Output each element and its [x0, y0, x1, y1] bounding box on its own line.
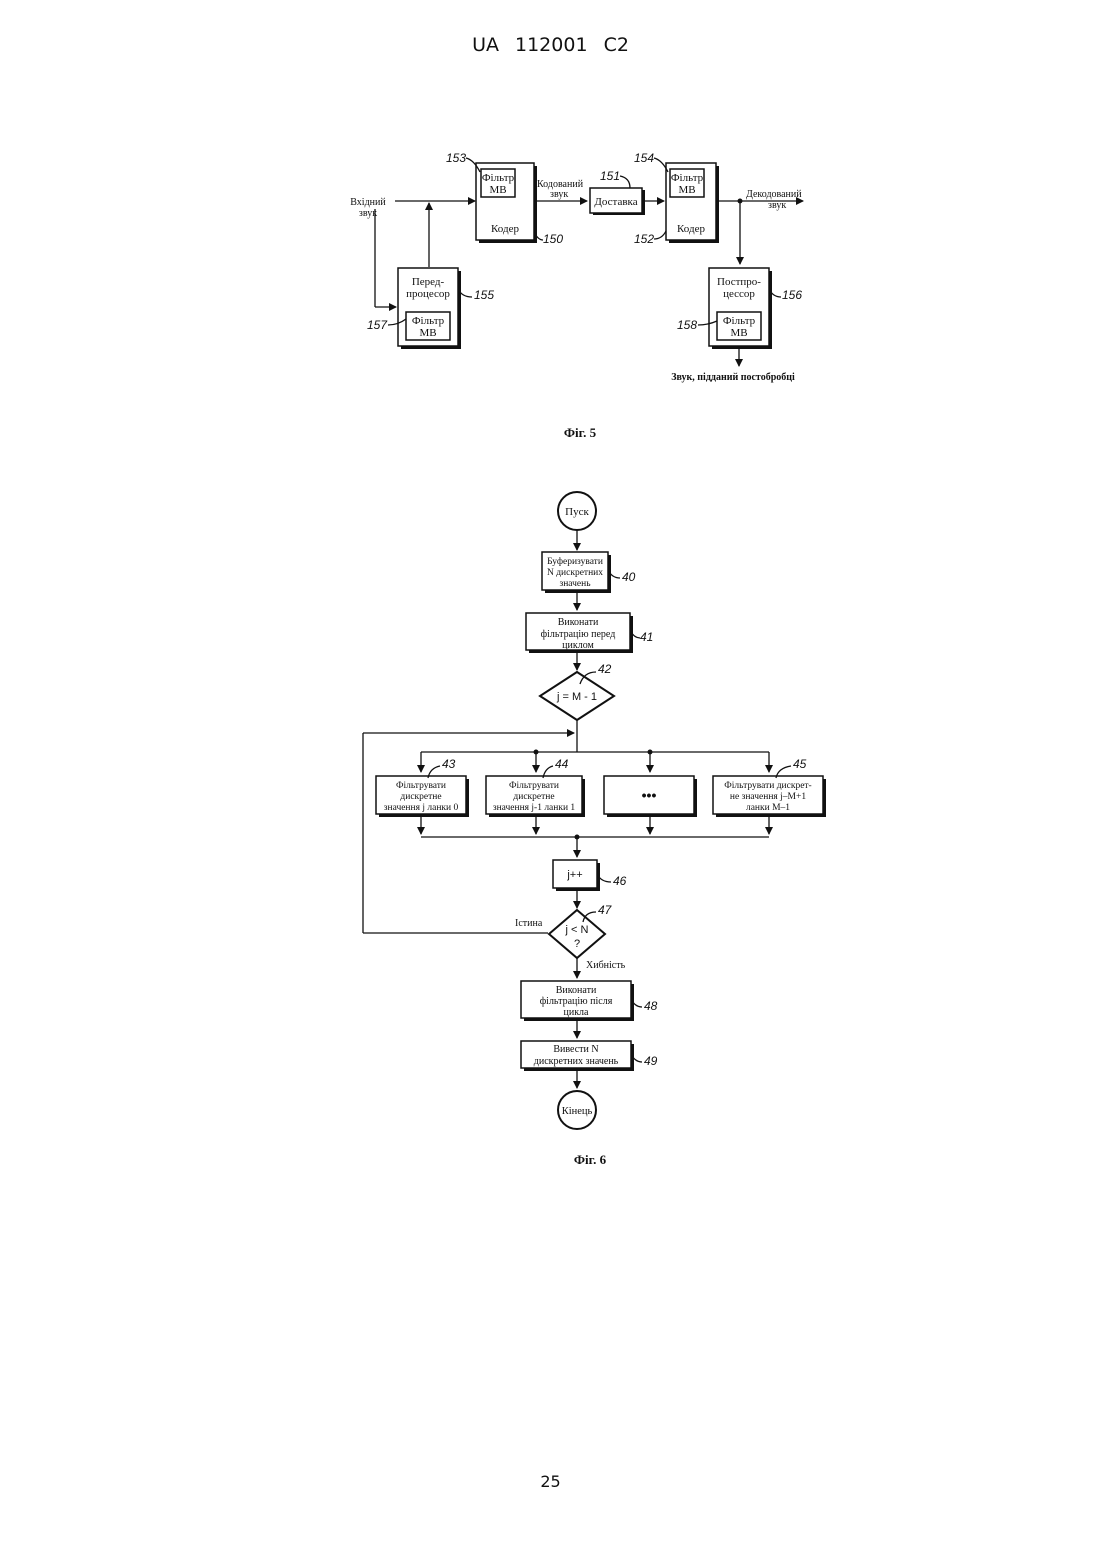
ref-152: 152 — [634, 232, 654, 246]
preprocessor-filter-label-2: МВ — [419, 327, 436, 339]
step45-text-2: не значення j–M+1 — [730, 792, 806, 802]
preprocessor-filter-label: Фільтр — [412, 315, 445, 327]
preprocessor-label: Перед- — [412, 276, 445, 288]
step43-text-3: значення j ланки 0 — [384, 803, 459, 813]
decoder-filter-label: Фільтр — [671, 172, 704, 184]
step44-text-2: дискретне — [513, 792, 554, 802]
ref-158: 158 — [677, 318, 697, 332]
step44-text-3: значення j-1 ланки 1 — [493, 803, 576, 813]
true-label: Істина — [515, 918, 543, 929]
step43-text: Фільтрувати — [396, 781, 446, 791]
ref-151: 151 — [600, 169, 620, 183]
ref-49: 49 — [644, 1054, 658, 1068]
step43-text-2: дискретне — [400, 792, 441, 802]
step45-text-3: ланки M–1 — [746, 803, 790, 813]
step48-text: Виконати — [556, 985, 597, 996]
postprocessor-filter-label: Фільтр — [723, 315, 756, 327]
figure-6-caption: Фіг. 6 — [574, 1152, 607, 1167]
figure-5-caption: Фіг. 5 — [564, 425, 597, 440]
step40-text: Буферизувати — [547, 556, 603, 567]
ref-46: 46 — [613, 874, 627, 888]
ref-47: 47 — [598, 903, 613, 917]
ref-151-leader — [620, 176, 630, 188]
step48-text-2: фільтрацію після — [540, 996, 613, 1007]
ref-48: 48 — [644, 999, 658, 1013]
ref-43: 43 — [442, 757, 456, 771]
ref-42: 42 — [598, 662, 612, 676]
encoder-filter-label-2: МВ — [489, 184, 506, 196]
postprocessor-filter-label-2: МВ — [730, 327, 747, 339]
false-label: Хибність — [586, 960, 626, 971]
step49-text: Вивести N — [553, 1044, 598, 1055]
ref-150: 150 — [543, 232, 563, 246]
coded-sound-label-2: звук — [550, 189, 568, 200]
end-label: Кінець — [562, 1106, 593, 1117]
ref-155: 155 — [474, 288, 494, 302]
step45-text: Фільтрувати дискрет- — [724, 781, 811, 791]
step48-text-3: цикла — [564, 1007, 590, 1018]
step41-text: Виконати — [558, 617, 599, 628]
decoder-label: Кодер — [677, 223, 705, 235]
decoder-filter-label-2: МВ — [678, 184, 695, 196]
preprocessor-label-2: процесор — [406, 288, 450, 300]
delivery-label: Доставка — [594, 196, 637, 208]
step47-text-2: ? — [574, 938, 580, 950]
ref-153: 153 — [446, 151, 466, 165]
step49-text-2: дискретних значень — [534, 1056, 619, 1067]
ref-41: 41 — [640, 630, 653, 644]
decoded-sound-label-2: звук — [768, 200, 786, 211]
start-label: Пуск — [565, 506, 589, 518]
ref-45: 45 — [793, 757, 807, 771]
postprocessor-label-2: цессор — [723, 288, 755, 300]
step-dots-text: ••• — [642, 787, 657, 803]
step42-text: j = M - 1 — [556, 691, 597, 703]
ref-154: 154 — [634, 151, 654, 165]
postprocessor-label: Постпро- — [717, 276, 761, 288]
figure-6: Пуск Буферизувати N дискретних значень 4… — [363, 492, 826, 1167]
postprocessed-sound-label: Звук, підданий постобробці — [671, 372, 795, 383]
encoder-label: Кодер — [491, 223, 519, 235]
ref-40: 40 — [622, 570, 636, 584]
step41-text-2: фільтрацію перед — [541, 629, 616, 640]
step41-text-3: циклом — [562, 640, 594, 651]
step47-text: j < N — [565, 924, 589, 936]
ref-152-leader — [654, 231, 666, 239]
input-sound-label: Вхідний — [350, 197, 386, 208]
page-number: 25 — [0, 1472, 1101, 1491]
ref-157: 157 — [367, 318, 388, 332]
step44-text: Фільтрувати — [509, 781, 559, 791]
ref-44: 44 — [555, 757, 569, 771]
decoded-sound-label: Декодований — [746, 189, 802, 200]
step46-text: j++ — [566, 869, 582, 881]
figure-5: Вхідний звук Фільтр МВ Кодер 153 150 Код… — [350, 151, 803, 440]
step40-text-3: значень — [559, 579, 591, 589]
ref-156: 156 — [782, 288, 802, 302]
encoder-filter-label: Фільтр — [482, 172, 515, 184]
step40-text-2: N дискретних — [547, 568, 603, 578]
